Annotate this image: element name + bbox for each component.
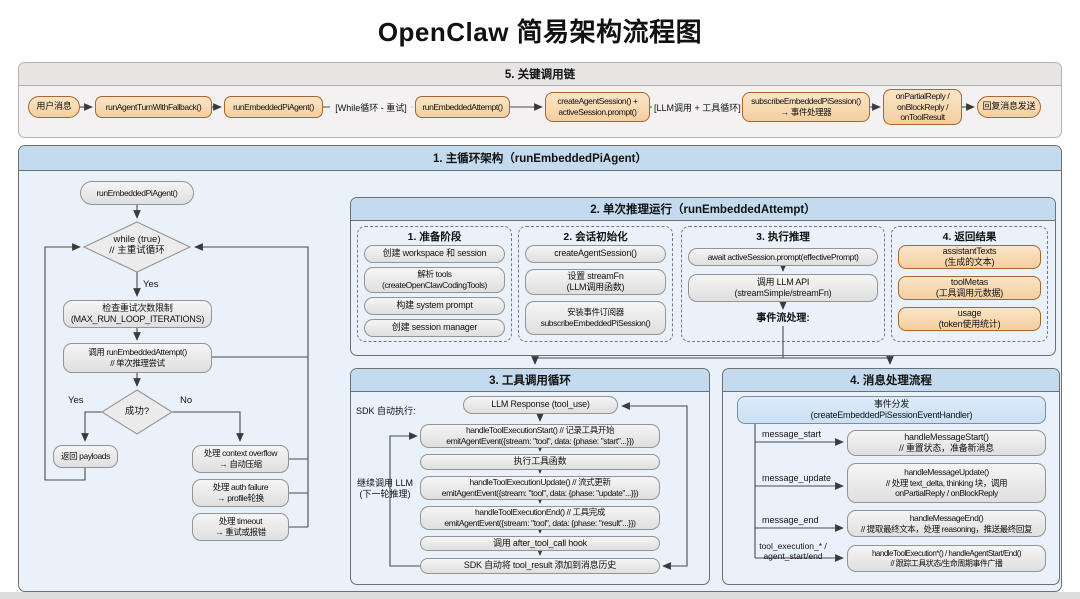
label-while-yes: Yes xyxy=(143,279,159,290)
edge-label-while-retry: [While循环 - 重试] xyxy=(330,101,412,114)
col-prepare xyxy=(357,226,512,342)
node-tool-update: handleToolExecutionUpdate() // 流式更新 emit… xyxy=(420,476,660,500)
label-success-yes: Yes xyxy=(68,395,84,406)
label-continue-llm: 继续调用 LLM (下一轮推理) xyxy=(356,478,413,499)
node-handle-timeout: 处理 timeout → 重试或报错 xyxy=(192,513,289,541)
label-success-no: No xyxy=(180,395,193,406)
node-init-2: 安装事件订阅器 subscribeEmbeddedPiSession() xyxy=(525,301,666,335)
node-check-retry: 检查重试次数限制 (MAX_RUN_LOOP_ITERATIONS) xyxy=(63,300,212,328)
bottom-edge xyxy=(0,592,1080,599)
page-title: OpenClaw 简易架构流程图 xyxy=(377,17,703,47)
node-after-tool-hook: 调用 after_tool_call hook xyxy=(420,536,660,551)
node-create-session: createAgentSession() + activeSession.pro… xyxy=(545,92,650,122)
node-event-dispatcher: 事件分发 (createEmbeddedPiSessionEventHandle… xyxy=(737,396,1046,424)
label-sdk-auto: SDK 自动执行: xyxy=(356,406,416,416)
node-result-2: usage (token使用统计) xyxy=(898,307,1041,331)
node-run-agent-turn: runAgentTurnWithFallback() xyxy=(95,96,212,118)
label-event-tool-execution: tool_execution_* / agent_start/end xyxy=(759,541,827,562)
node-init-0: createAgentSession() xyxy=(525,245,666,263)
node-run-embedded-pi: runEmbeddedPiAgent() xyxy=(224,96,323,118)
node-subscribe-session: subscribeEmbeddedPiSession() → 事件处理器 xyxy=(742,92,870,122)
node-return-payloads: 返回 payloads xyxy=(53,445,118,468)
node-handle-overflow: 处理 context overflow → 自动压缩 xyxy=(192,445,289,473)
edge-label-llm-toolloop: [LLM调用 + 工具循环] xyxy=(652,101,742,114)
node-prepare-0: 创建 workspace 和 session xyxy=(364,245,505,263)
node-call-attempt: 调用 runEmbeddedAttempt() // 单次推理尝试 xyxy=(63,343,212,373)
col-result xyxy=(891,226,1048,342)
col-init xyxy=(518,226,673,342)
label-event-message-start: message_start xyxy=(762,429,822,439)
node-handle-tool-execution: handleToolExecution*() / handleAgentStar… xyxy=(847,545,1046,572)
panel-attempt-header: 2. 单次推理运行（runEmbeddedAttempt） xyxy=(351,198,1055,221)
node-run-attempt: runEmbeddedAttempt() xyxy=(415,96,510,118)
col-result-title: 4. 返回结果 xyxy=(942,231,997,243)
panel-call-chain-header: 5. 关键调用链 xyxy=(19,63,1061,86)
node-reply-sent: 回复消息发送 xyxy=(977,96,1041,118)
node-inference-1: 调用 LLM API (streamSimple/streamFn) xyxy=(688,274,878,302)
col-prepare-title: 1. 准备阶段 xyxy=(407,231,462,243)
node-callbacks: onPartialReply / onBlockReply / onToolRe… xyxy=(883,89,962,125)
node-init-1: 设置 streamFn (LLM调用函数) xyxy=(525,269,666,295)
panel-message-flow-header: 4. 消息处理流程 xyxy=(723,369,1059,392)
node-tool-end: handleToolExecutionEnd() // 工具完成 emitAge… xyxy=(420,506,660,530)
node-handle-message-end: handleMessageEnd() // 提取最终文本，处理 reasonin… xyxy=(847,510,1046,537)
node-llm-response: LLM Response (tool_use) xyxy=(463,396,618,414)
node-start: runEmbeddedPiAgent() xyxy=(80,181,194,205)
node-tool-exec: 执行工具函数 xyxy=(420,454,660,470)
label-stream-processing: 事件流处理: xyxy=(756,313,810,324)
node-user-message: 用户消息 xyxy=(28,96,80,118)
while-diamond-label: while (true) // 主重试循环 xyxy=(109,234,165,257)
node-result-1: toolMetas (工具调用元数据) xyxy=(898,276,1041,300)
node-prepare-1: 解析 tools (createOpenClawCodingTools) xyxy=(364,267,505,293)
node-result-0: assistantTexts (生成的文本) xyxy=(898,245,1041,269)
col-init-title: 2. 会话初始化 xyxy=(563,231,628,243)
node-sdk-append-result: SDK 自动将 tool_result 添加到消息历史 xyxy=(420,558,660,574)
label-event-message-end: message_end xyxy=(762,515,819,525)
col-inference-title: 3. 执行推理 xyxy=(756,231,810,243)
node-prepare-3: 创建 session manager xyxy=(364,319,505,337)
node-inference-0: await activeSession.prompt(effectiveProm… xyxy=(688,248,878,266)
panel-tool-loop-header: 3. 工具调用循环 xyxy=(351,369,709,392)
node-tool-start: handleToolExecutionStart() // 记录工具开始 emi… xyxy=(420,424,660,448)
node-handle-message-update: handleMessageUpdate() // 处理 text_delta, … xyxy=(847,463,1046,503)
node-handle-message-start: handleMessageStart() // 重置状态，准备新消息 xyxy=(847,430,1046,456)
success-diamond-label: 成功? xyxy=(124,406,150,417)
node-handle-auth: 处理 auth failure → profile轮换 xyxy=(192,479,289,507)
label-event-message-update: message_update xyxy=(762,473,832,483)
panel-main-loop-header: 1. 主循环架构（runEmbeddedPiAgent） xyxy=(19,146,1061,171)
node-prepare-2: 构建 system prompt xyxy=(364,297,505,315)
